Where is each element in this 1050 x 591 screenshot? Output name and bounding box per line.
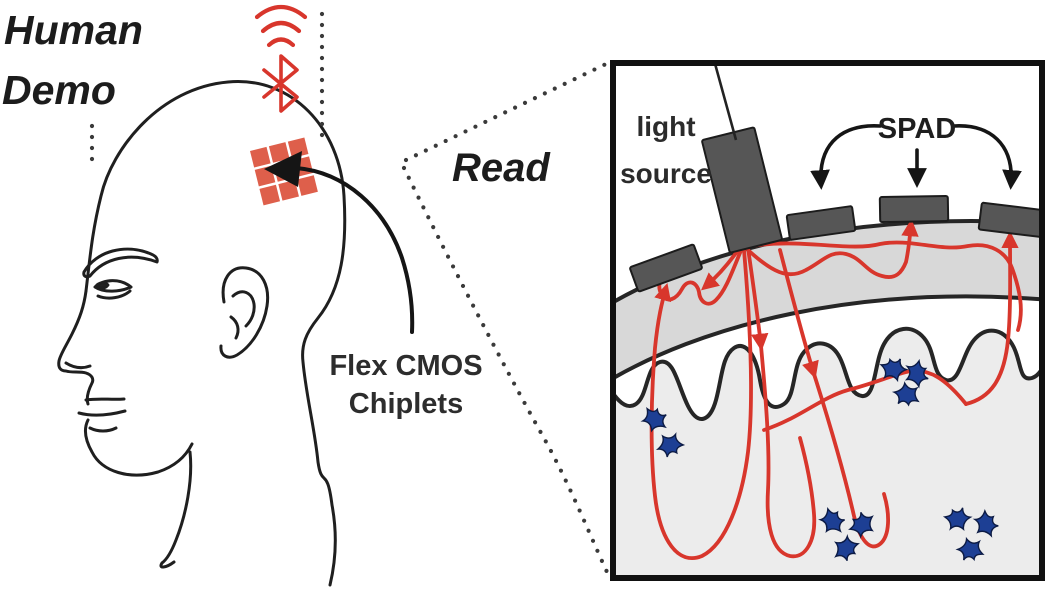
chiplet-callout-curve [294,166,415,334]
dotted-guides [89,11,610,575]
fiber-line [714,66,738,141]
spad-block-left [785,205,857,241]
light-source-label-line2: source [620,158,712,189]
mouth-line [77,409,127,417]
wireless-waves-icon [254,4,308,48]
lower-lip-line [88,426,118,433]
zoom-wedge-lower-ray [401,165,610,575]
spad-label: SPAD [877,113,957,145]
cortical-surface-line [616,327,1039,421]
light-source-label-line1: light [636,111,696,142]
upper-lip-line [84,397,126,402]
chiplet-arrowhead [264,151,302,187]
ear-inner-line2 [229,315,240,340]
zoom-wedge-upper-ray [403,61,609,163]
bluetooth-icon [262,54,299,113]
pupil [95,281,110,290]
spad-pointer-arrows [810,124,1022,190]
brain-region [616,329,1039,575]
spad-block-right [977,201,1039,239]
eyebrow [82,247,159,279]
nostril-line [64,361,92,370]
light-source-block [701,126,783,254]
nose-profile [57,289,95,406]
inset-frame [610,60,1045,581]
ear-inner-line [231,290,256,328]
spad-block-center [878,194,950,224]
scalp-band [616,219,1039,379]
chiplet-label-line2: Chiplets [348,388,464,420]
read-label: Read [452,146,550,190]
eye-lower-lid [96,289,132,300]
neck-front [159,450,193,569]
optode-blocks [629,126,1039,293]
title-line1: Human [4,7,143,53]
title-line2: Demo [2,67,116,113]
chiplet-label-line1: Flex CMOS [329,350,483,382]
inset-content [616,66,1039,575]
chin-jaw [83,418,194,477]
spad-block-far-left [629,243,703,293]
ear-outline [219,266,270,359]
head-profile-sketch [57,80,347,587]
head-outline [84,80,347,587]
